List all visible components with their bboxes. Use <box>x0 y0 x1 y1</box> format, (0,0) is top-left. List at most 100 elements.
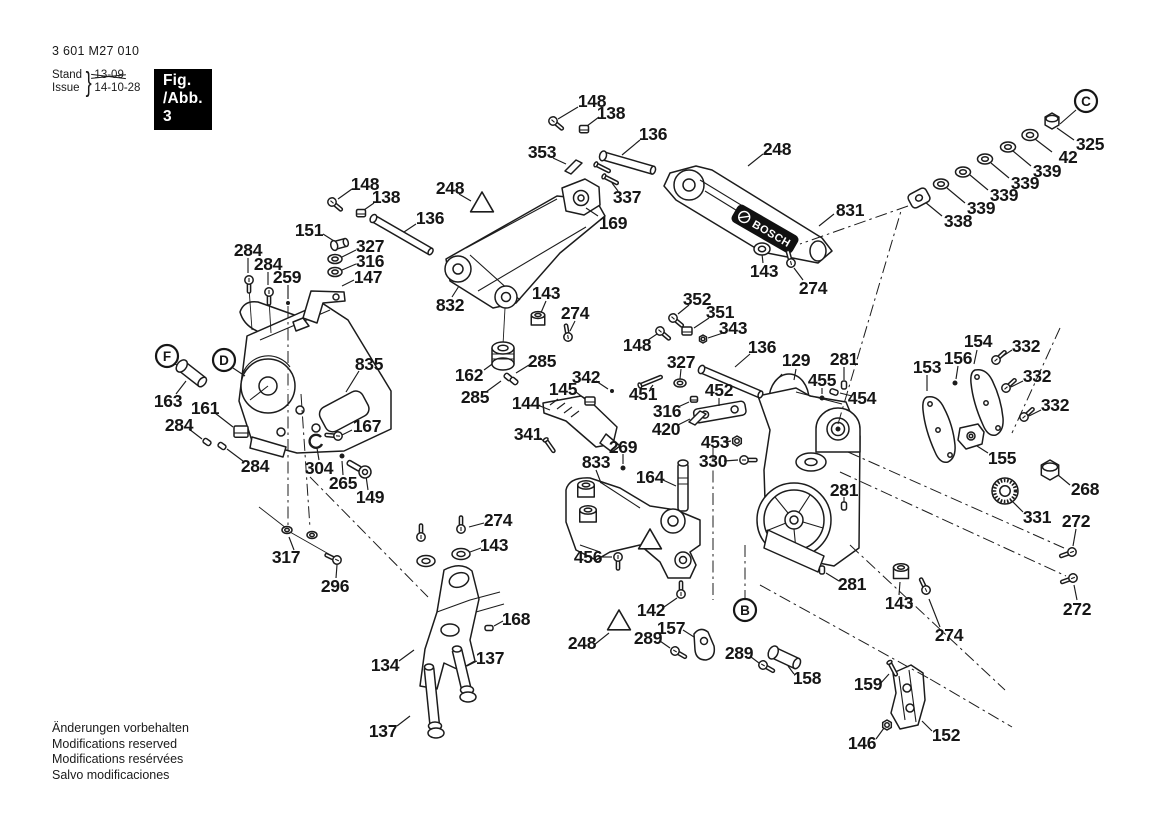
leader-line <box>1010 380 1024 388</box>
reference-letter-F: F <box>154 343 180 369</box>
part-label-342: 342 <box>572 367 601 387</box>
revision-note-de: Änderungen vorbehalten <box>52 721 189 735</box>
part-label-831: 831 <box>836 200 865 220</box>
part-label-833: 833 <box>582 452 611 472</box>
part-label-162: 162 <box>455 365 484 385</box>
cyl-hardware <box>598 150 657 175</box>
block-hardware <box>689 395 699 403</box>
block-hardware <box>681 326 693 336</box>
part-label-327: 327 <box>356 236 384 256</box>
plate-hardware <box>907 187 931 209</box>
part-label-332: 332 <box>1023 366 1052 386</box>
cyl-hardware <box>175 359 208 388</box>
bosch-arm-831-drawing: BOSCH <box>663 165 833 264</box>
leader-line <box>345 370 360 393</box>
part-label-151: 151 <box>295 220 324 240</box>
wedge-hardware <box>688 410 707 426</box>
leader-line <box>969 174 989 191</box>
dot-hardware <box>819 395 825 401</box>
dot-hardware <box>952 380 958 386</box>
leader-line <box>1028 409 1042 417</box>
svg-text:B: B <box>740 603 750 618</box>
leader-line <box>825 572 840 582</box>
dot-hardware <box>286 301 290 305</box>
document-number: 3 601 M27 010 <box>52 44 140 58</box>
leader-line <box>595 469 602 484</box>
leader-line <box>485 380 502 393</box>
pellet-hardware <box>829 388 839 396</box>
pellet-hardware <box>217 441 227 451</box>
pellet-hardware <box>484 624 494 632</box>
axis-line <box>248 287 253 331</box>
pin-164-drawing <box>677 459 689 512</box>
cyl-hardware <box>767 645 802 670</box>
construction-line <box>849 544 1006 691</box>
parts-drawings: BOSCH <box>238 165 1004 739</box>
part-label-343: 343 <box>719 318 748 338</box>
leader-line <box>341 429 353 436</box>
leader-line <box>818 213 835 227</box>
leader-line <box>458 193 472 202</box>
leader-line <box>569 320 576 332</box>
part-label-157: 157 <box>657 618 685 638</box>
tri-hardware <box>606 609 632 631</box>
part-label-134: 134 <box>371 655 400 675</box>
leader-line <box>621 139 641 156</box>
screw-hardware <box>1019 406 1035 422</box>
leader-line <box>1073 584 1078 601</box>
leader-line <box>682 629 695 638</box>
leader-line <box>1057 474 1071 486</box>
part-label-454: 454 <box>848 388 877 408</box>
axis-line <box>502 307 506 346</box>
part-label-274: 274 <box>799 278 828 298</box>
part-label-332: 332 <box>1041 395 1070 415</box>
leader-line <box>787 665 795 675</box>
part-label-316: 316 <box>653 401 682 421</box>
part-label-149: 149 <box>356 487 385 507</box>
nut-hardware <box>698 334 708 344</box>
part-label-332: 332 <box>1012 336 1041 356</box>
part-label-420: 420 <box>652 419 681 439</box>
plate-154-drawing <box>970 368 1004 437</box>
link-arm-832-drawing <box>444 195 606 309</box>
revision-note-en: Modifications reserved <box>52 736 178 751</box>
leader-line <box>1059 109 1077 125</box>
reference-letter-C: C <box>1073 88 1099 114</box>
leader-line <box>1072 528 1077 547</box>
leader-line <box>946 187 966 204</box>
pellet-hardware <box>840 380 848 390</box>
pellet-hardware <box>509 376 519 386</box>
bush-hardware <box>577 480 595 498</box>
reference-letter-D: D <box>211 347 237 373</box>
pellet-hardware <box>840 501 848 511</box>
part-label-136: 136 <box>639 124 668 144</box>
part-label-274: 274 <box>561 303 590 323</box>
leader-line <box>725 440 732 443</box>
leader-line <box>734 353 751 368</box>
construction-line <box>929 678 1013 728</box>
part-label-339: 339 <box>990 185 1019 205</box>
revision-note-fr: Modifications resérvées <box>52 752 184 766</box>
ring-hardware <box>1021 128 1039 142</box>
part-label-136: 136 <box>416 208 445 228</box>
axis-line <box>258 506 287 529</box>
leader-line <box>214 412 234 428</box>
leader-line <box>679 368 682 380</box>
part-label-154: 154 <box>964 331 993 351</box>
leader-line <box>585 207 599 217</box>
leader-line <box>593 632 610 646</box>
part-label-163: 163 <box>154 391 183 411</box>
part-label-248: 248 <box>568 633 597 653</box>
part-label-274: 274 <box>484 510 513 530</box>
part-label-248: 248 <box>763 139 792 159</box>
ring-hardware <box>416 554 436 568</box>
ring-hardware <box>673 378 687 388</box>
part-label-835: 835 <box>355 354 384 374</box>
svg-text:C: C <box>1081 94 1091 109</box>
leader-line <box>898 581 901 596</box>
part-label-143: 143 <box>532 283 561 303</box>
part-label-327: 327 <box>667 352 695 372</box>
bracket-833-drawing <box>565 477 701 579</box>
part-label-317: 317 <box>272 547 300 567</box>
